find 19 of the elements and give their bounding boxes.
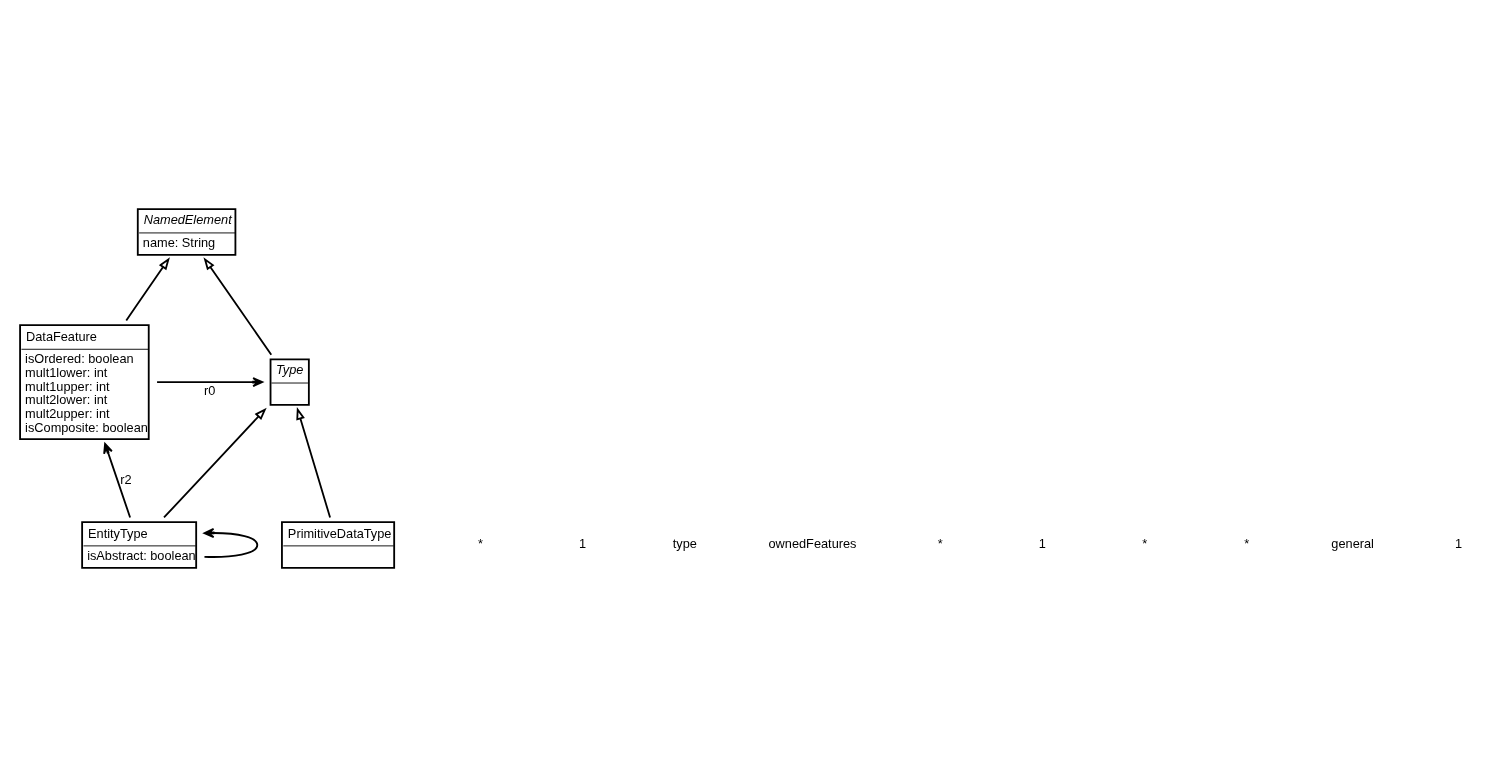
label: 1 — [1454, 535, 1463, 551]
arrow — [163, 407, 267, 518]
arrow — [203, 256, 273, 356]
arrow — [103, 442, 131, 518]
label: general — [1331, 535, 1374, 551]
edge-label: r0 — [203, 382, 216, 398]
edge-label: r2 — [120, 471, 132, 487]
arrow — [125, 256, 170, 321]
label: * — [477, 535, 483, 551]
arrow — [203, 527, 259, 558]
label: type — [672, 535, 697, 551]
arrow — [296, 406, 331, 518]
label: 1 — [1038, 535, 1046, 551]
label: * — [1142, 535, 1148, 551]
label: * — [937, 535, 943, 551]
label: ownedFeatures — [768, 535, 857, 551]
arrow — [156, 376, 264, 387]
label: 1 — [579, 535, 587, 551]
label: * — [1244, 535, 1250, 551]
